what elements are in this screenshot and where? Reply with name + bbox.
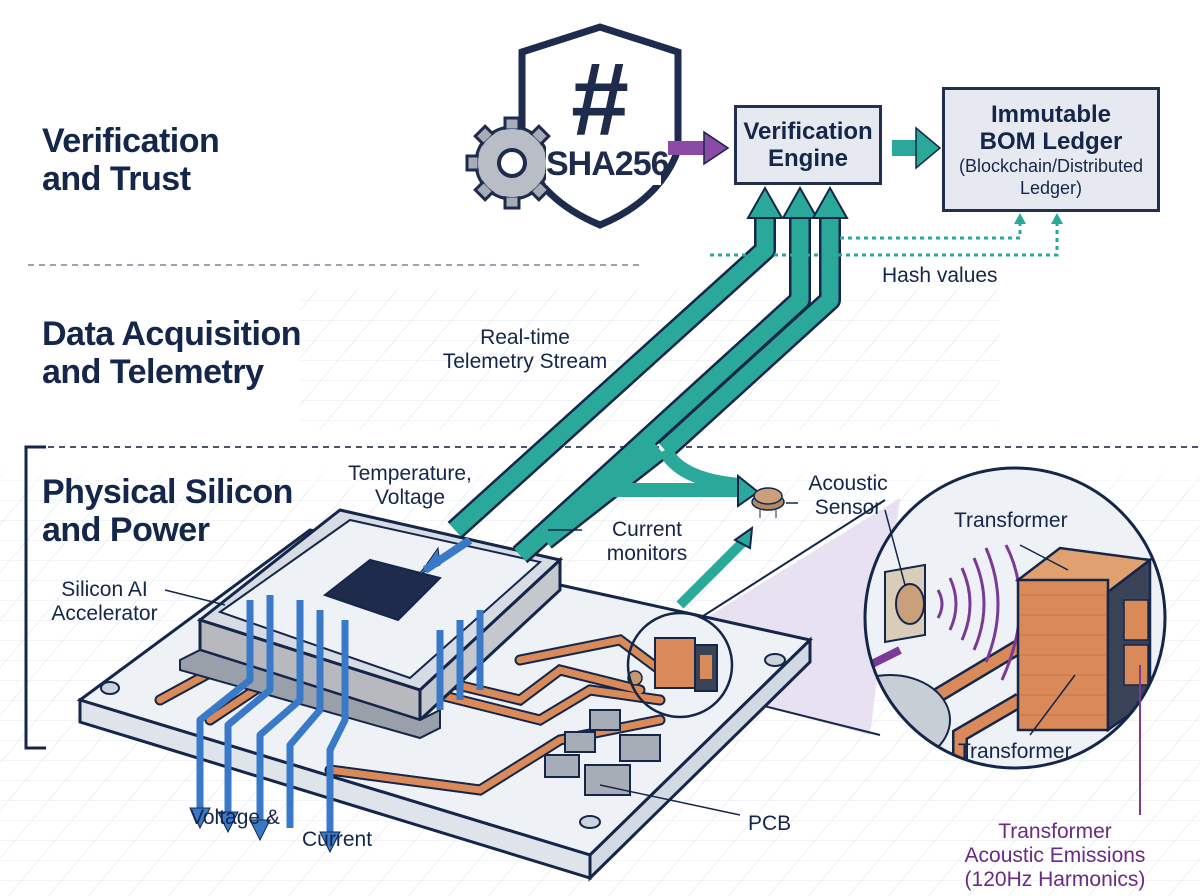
verification-engine-label: Engine [767,145,848,172]
label-line: Current [611,518,683,541]
hash-to-engine-arrow [668,130,730,166]
hash-value-links [710,222,1059,257]
ledger-subtitle: Ledger) [1019,177,1083,198]
pcb-label: PCB [748,812,792,835]
layer-title-line: and Telemetry [42,353,264,391]
label-line: Voltage [374,486,446,509]
layer-title-line: Verification [42,122,220,160]
layer-title-data-acquisition: Data Acquisition and Telemetry [42,315,302,391]
temperature-voltage-label: Temperature, Voltage [335,462,485,510]
voltage-current-arrows [196,595,484,835]
ledger-subtitle: (Blockchain/Distributed [958,155,1144,176]
layer-title-physical-silicon: Physical Silicon and Power [42,473,293,549]
layer-title-line: Physical Silicon [42,473,293,511]
acoustic-emissions-label: Transformer Acoustic Emissions (120Hz Ha… [950,820,1160,892]
label-line: Temperature, [348,462,472,485]
current-label: Current [302,828,373,851]
transformer-label-bottom: Transformer [958,740,1072,763]
hash-values-label: Hash values [882,264,998,287]
label-line: Real-time [480,326,570,349]
voltage-label: Voltage & [190,806,280,829]
temperature-arrow [422,536,473,574]
label-line: Acoustic [808,472,888,495]
label-line: Transformer [998,820,1112,843]
bom-ledger-box: Immutable BOM Ledger (Blockchain/Distrib… [942,87,1160,212]
label-line: Sensor [814,496,882,519]
smd-components [544,709,661,796]
transformer-small [626,611,734,719]
ledger-title: Immutable [990,100,1112,128]
engine-to-ledger-arrow [892,126,942,170]
silicon-die [322,558,442,622]
current-monitors-label: Current monitors [582,518,712,566]
telemetry-arrowheads [733,185,849,550]
transformer-label-top: Transformer [954,509,1068,532]
silicon-accelerator-label: Silicon AI Accelerator [42,578,167,626]
voltage-current-arrowheads [189,546,441,854]
layer-title-verification: Verification and Trust [42,122,220,198]
verification-engine-label: Verification [743,118,873,145]
label-line: Silicon AI [61,578,148,601]
ledger-title: BOM Ledger [979,127,1123,155]
label-line: Acoustic Emissions [964,844,1146,867]
label-line: (120Hz Harmonics) [964,868,1146,891]
acoustic-sensor-label: Acoustic Sensor [798,472,898,520]
acoustic-sensor-icon [751,487,798,518]
zoom-detail [863,466,1167,815]
telemetry-streams [447,215,841,609]
verification-engine-box: Verification Engine [734,105,882,185]
layer-bracket [24,445,46,750]
sha256-label: SHA256 [546,145,670,183]
label-line: Telemetry Stream [442,350,608,373]
hash-symbol: # [571,42,629,158]
layer-title-line: and Trust [42,160,191,198]
layer-title-line: Data Acquisition [42,315,302,353]
layer-title-line: and Power [42,511,210,549]
gear-icon [465,116,559,210]
label-line: monitors [606,542,688,565]
accelerator-package [179,508,564,740]
telemetry-stream-label: Real-time Telemetry Stream [425,326,625,374]
label-line: Accelerator [51,602,158,625]
